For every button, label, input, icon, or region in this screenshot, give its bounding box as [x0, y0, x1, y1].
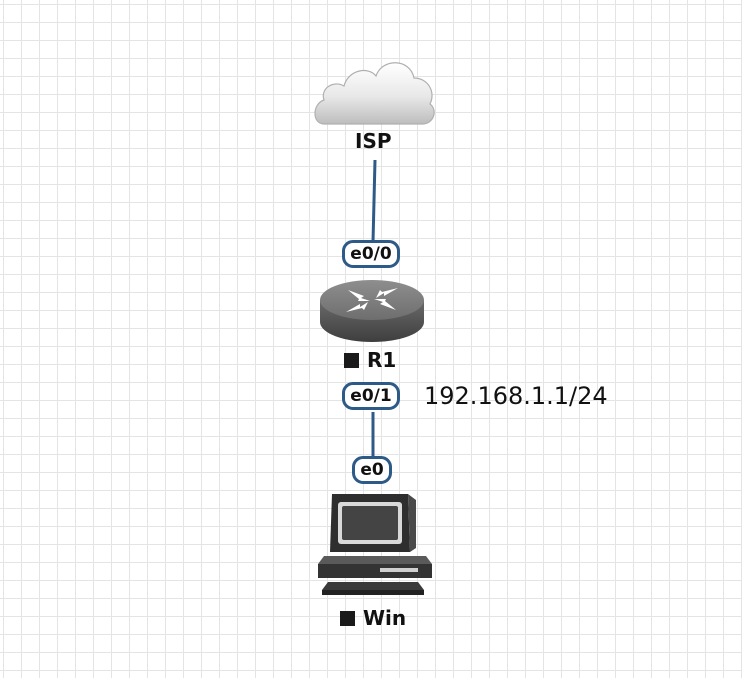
- ip-address-label: 192.168.1.1/24: [424, 382, 608, 410]
- port-label-e0-1: e0/1: [342, 382, 400, 410]
- port-label-e0: e0: [352, 456, 392, 484]
- node-label-isp: ISP: [355, 129, 392, 153]
- node-label-r1: R1: [344, 348, 396, 372]
- node-isp[interactable]: [310, 52, 438, 132]
- node-r1[interactable]: [318, 278, 426, 344]
- link-isp-r1[interactable]: [371, 159, 377, 243]
- status-square: [344, 353, 359, 368]
- node-label-win: Win: [340, 606, 406, 630]
- cloud-icon: [314, 62, 435, 125]
- status-square: [340, 611, 355, 626]
- router-icon: [320, 280, 424, 342]
- node-label-r1-text: R1: [367, 348, 397, 372]
- port-label-e0-0: e0/0: [342, 240, 400, 268]
- node-win[interactable]: [310, 490, 436, 598]
- node-label-win-text: Win: [363, 606, 407, 630]
- computer-icon: [318, 494, 432, 595]
